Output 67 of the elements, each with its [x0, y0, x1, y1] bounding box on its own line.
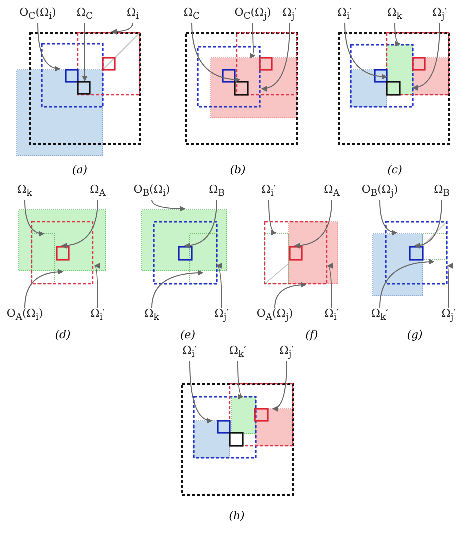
region-label: Ω$_{i}$	[126, 6, 140, 24]
leader-arrow	[380, 259, 435, 308]
leader-arrow	[152, 200, 186, 212]
leader-arrow	[414, 200, 442, 249]
leader-arrow	[380, 200, 398, 236]
leader-arrow	[38, 22, 61, 72]
leader-arrow	[448, 265, 454, 308]
overlapping-squares-drawing	[264, 221, 338, 285]
region-label: Ω$_{i}$′	[182, 344, 198, 362]
panel-caption: (g)	[407, 328, 423, 342]
overlapping-squares-drawing	[338, 32, 450, 145]
panel-caption: (b)	[230, 164, 246, 176]
leader-arrow	[24, 269, 64, 308]
region-label: Ω$_{C}$	[184, 6, 200, 24]
leader-arrow	[294, 200, 332, 249]
region-label: Ω$_{k}$	[144, 308, 160, 324]
region-label: Ω$_{k}$′	[371, 308, 389, 324]
panel-caption: (d)	[55, 328, 71, 342]
region-label: Ω$_{C}$	[76, 6, 94, 24]
leader-arrow	[190, 360, 213, 424]
panel-caption: (f)	[306, 328, 318, 342]
region-label: O$_{A}$(Ω$_{i}$)	[6, 308, 44, 324]
region-label: Ω$_{j}$′	[214, 308, 230, 324]
leader-arrow	[94, 266, 102, 308]
leader-arrow	[268, 200, 277, 235]
region-label: Ω$_{i}$′	[324, 308, 340, 324]
leader-arrow	[82, 22, 88, 82]
overlapping-squares-drawing	[142, 210, 228, 285]
overlapping-squares-drawing	[18, 210, 106, 285]
region-label: Ω$_{k}$	[388, 6, 402, 24]
leader-arrow	[394, 22, 401, 46]
leader-arrow	[248, 22, 256, 56]
region-label: O$_{A}$(Ω$_{j}$)	[256, 308, 294, 324]
region-label: Ω$_{j}$′	[432, 6, 448, 24]
panel-caption: (a)	[72, 164, 88, 176]
leader-arrow	[261, 22, 290, 92]
region-label: Ω$_{j}$′	[280, 344, 294, 362]
region-label: Ω$_{B}$	[434, 184, 450, 200]
overlapping-squares-drawing	[16, 32, 141, 156]
leader-arrow	[274, 282, 307, 308]
leader-arrow	[152, 270, 204, 308]
overlapping-squares-drawing	[185, 32, 298, 145]
leader-arrow	[111, 22, 134, 35]
region-label: Ω$_{A}$	[90, 184, 106, 200]
region-label: Ω$_{B}$	[209, 184, 225, 200]
region-label: Ω$_{k}$′	[229, 344, 247, 362]
region-label: Ω$_{j}$′	[442, 308, 456, 324]
region-label: O$_{C}$(Ω$_{i}$)	[20, 6, 56, 24]
panel-caption: (e)	[180, 328, 196, 342]
leader-arrow	[272, 360, 288, 412]
leader-arrow	[237, 360, 244, 398]
leader-arrow	[216, 264, 223, 308]
overlapping-squares-drawing	[181, 383, 294, 496]
leader-arrow	[327, 265, 334, 308]
region-label: Ω$_{i}$′	[338, 6, 352, 24]
region-label: Ω$_{A}$	[324, 184, 340, 200]
leader-arrow	[412, 22, 440, 90]
overlapping-squares-drawing	[372, 221, 448, 296]
panel-caption: (c)	[388, 164, 402, 176]
region-label: Ω$_{k}$	[18, 184, 32, 200]
region-label: O$_{B}$(Ω$_{j}$)	[362, 184, 398, 200]
region-label: Ω$_{i}$′	[90, 308, 106, 324]
region-label: Ω$_{j}$′	[282, 6, 298, 24]
region-label: Ω$_{i}$′	[262, 184, 276, 200]
region-label: O$_{B}$(Ω$_{i}$)	[134, 184, 170, 200]
panel-caption: (h)	[229, 510, 245, 522]
region-label: O$_{C}$(Ω$_{j}$)	[234, 6, 272, 24]
